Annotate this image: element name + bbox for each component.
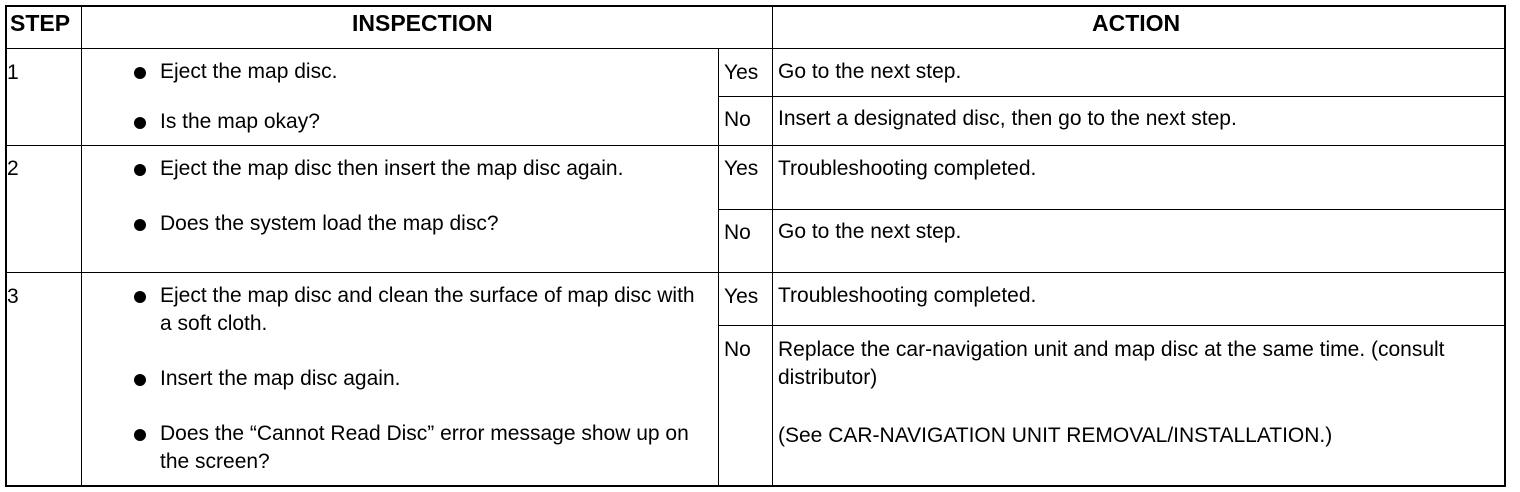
action-reference: (See CAR-NAVIGATION UNIT REMOVAL/INSTALL…	[778, 424, 1333, 447]
inspection-table	[5, 5, 1506, 487]
action-text: Troubleshooting completed.	[778, 284, 1037, 307]
step-number: 1	[7, 61, 19, 84]
inspection-item: Insert the map disc again.	[82, 365, 707, 393]
action-text: Insert a designated disc, then go to the…	[778, 107, 1237, 130]
header-action: ACTION	[1092, 10, 1181, 36]
inspection-cell: Eject the map disc. Is the map okay?	[82, 58, 707, 136]
inspection-item: Eject the map disc and clean the surface…	[82, 282, 707, 338]
row-divider	[5, 48, 1506, 49]
yes-label: Yes	[724, 285, 759, 308]
row-divider	[718, 96, 1506, 97]
row-divider	[5, 272, 1506, 273]
row-divider	[718, 325, 1506, 326]
bullet-icon	[134, 429, 146, 441]
bullet-icon	[134, 374, 146, 386]
action-text: Go to the next step.	[778, 220, 962, 243]
header-step: STEP	[10, 10, 71, 36]
bullet-icon	[134, 164, 146, 176]
bullet-icon	[134, 291, 146, 303]
header-inspection: INSPECTION	[352, 10, 493, 36]
inspection-item: Does the “Cannot Read Disc” error messag…	[82, 420, 707, 476]
no-label: No	[724, 221, 751, 244]
inspection-item: Eject the map disc then insert the map d…	[82, 155, 707, 183]
step-number: 3	[7, 285, 19, 308]
action-text: Go to the next step.	[778, 60, 962, 83]
inspection-item: Is the map okay?	[82, 108, 707, 136]
inspection-item: Eject the map disc.	[82, 58, 707, 86]
inspection-cell: Eject the map disc then insert the map d…	[82, 155, 707, 238]
column-divider	[772, 5, 773, 487]
column-divider	[718, 48, 719, 487]
bullet-icon	[134, 67, 146, 79]
action-text: Replace the car-navigation unit and map …	[778, 338, 1445, 389]
column-divider	[81, 5, 82, 487]
no-label: No	[724, 108, 751, 131]
inspection-cell: Eject the map disc and clean the surface…	[82, 282, 707, 476]
row-divider	[718, 209, 1506, 210]
bullet-icon	[134, 219, 146, 231]
bullet-icon	[134, 117, 146, 129]
yes-label: Yes	[724, 61, 759, 84]
step-number: 2	[7, 157, 19, 180]
action-text: Troubleshooting completed.	[778, 157, 1037, 180]
yes-label: Yes	[724, 157, 759, 180]
no-label: No	[724, 338, 751, 361]
row-divider	[5, 145, 1506, 146]
inspection-item: Does the system load the map disc?	[82, 210, 707, 238]
